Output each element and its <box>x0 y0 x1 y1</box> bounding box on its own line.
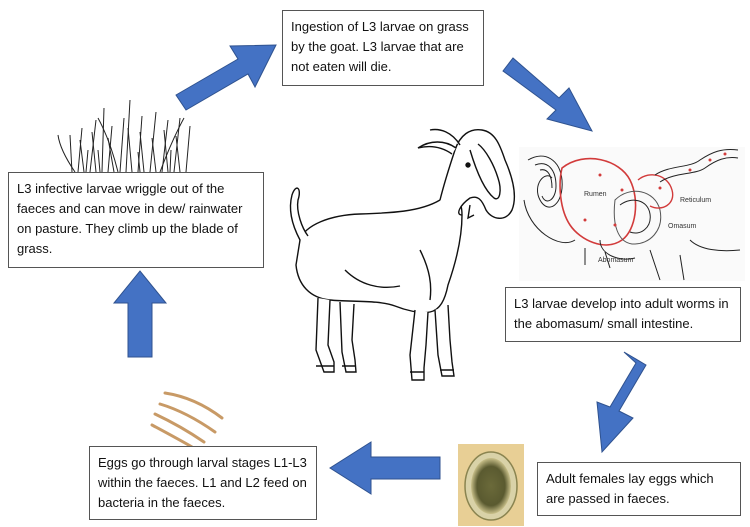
label-reticulum: Reticulum <box>680 197 711 204</box>
step-lay-eggs-text: Adult females lay eggs which are passed … <box>546 471 714 506</box>
step-larval-stages-text: Eggs go through larval stages L1-L3 with… <box>98 455 307 510</box>
grass-illustration <box>58 100 190 172</box>
egg-micrograph <box>458 444 524 526</box>
label-abomasum: Abomasum <box>598 257 634 264</box>
arrow-to-eggs <box>597 352 646 452</box>
goat-illustration <box>290 130 514 380</box>
step-lay-eggs-box: Adult females lay eggs which are passed … <box>537 462 741 516</box>
arrow-to-ingestion <box>176 45 276 110</box>
label-omasum: Omasum <box>668 223 697 230</box>
step-wriggle-text: L3 infective larvae wriggle out of the f… <box>17 181 242 256</box>
step-ingestion-text: Ingestion of L3 larvae on grass by the g… <box>291 19 469 74</box>
label-rumen: Rumen <box>584 191 607 198</box>
arrow-to-wriggle <box>114 271 166 357</box>
step-develop-box: L3 larvae develop into adult worms in th… <box>505 287 741 342</box>
arrow-to-larval-stages <box>330 442 440 494</box>
stomach-diagram: Rumen Reticulum Omasum Abomasum <box>519 147 745 281</box>
larvae-illustration <box>152 393 222 447</box>
step-develop-text: L3 larvae develop into adult worms in th… <box>514 296 729 331</box>
arrow-to-stomach <box>503 58 592 131</box>
step-wriggle-box: L3 infective larvae wriggle out of the f… <box>8 172 264 268</box>
step-ingestion-box: Ingestion of L3 larvae on grass by the g… <box>282 10 484 86</box>
step-larval-stages-box: Eggs go through larval stages L1-L3 with… <box>89 446 317 520</box>
